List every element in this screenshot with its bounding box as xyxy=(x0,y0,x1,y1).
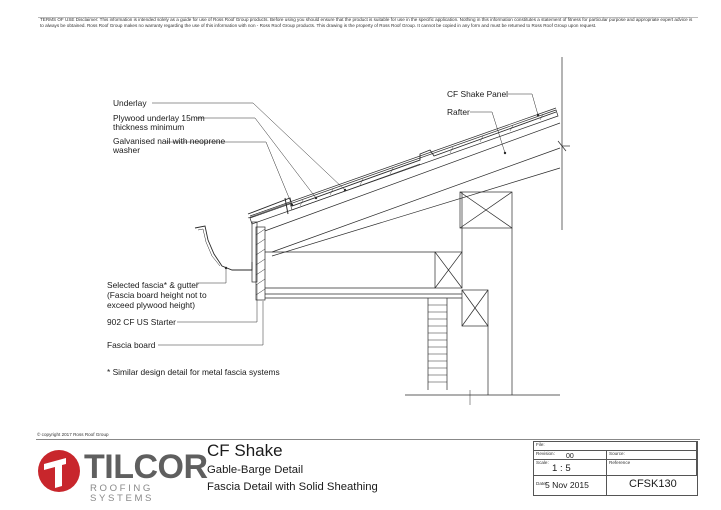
rafter-top xyxy=(261,122,561,233)
label-fascia-gutter-line-3: exceed plywood height) xyxy=(107,300,195,310)
reference-cell: CFSK130 xyxy=(607,476,697,495)
leader-dots xyxy=(224,113,540,270)
starter-flashing xyxy=(251,221,258,283)
label-fascia-board: Fascia board xyxy=(107,340,156,350)
underlay-line xyxy=(249,107,557,217)
revision-cell: Revision: 00 xyxy=(534,451,607,460)
title-rule xyxy=(36,439,700,440)
file-label: File: xyxy=(536,442,545,447)
date-value: 5 Nov 2015 xyxy=(545,480,589,490)
label-rafter: Rafter xyxy=(447,107,470,117)
brand-tagline: ROOFING SYSTEMS xyxy=(90,483,155,504)
scale-cell: Scale: 1 : 5 xyxy=(534,460,607,476)
source-cell: Source: xyxy=(607,451,697,460)
gutter xyxy=(194,225,253,271)
title-block: File: Revision: 00 Source: Scale: 1 : 5 … xyxy=(533,441,698,496)
label-plywood-line-2: thickness minimum xyxy=(113,122,185,132)
gutter-inner xyxy=(197,228,221,267)
lower-block xyxy=(461,289,489,327)
scale-label: Scale: xyxy=(536,460,549,465)
galvanised-nail xyxy=(284,197,289,215)
cf-shake-panel xyxy=(247,111,557,215)
cf-shake-panel-lower xyxy=(247,163,421,219)
top-rule xyxy=(38,17,698,18)
fascia-board-hatch xyxy=(255,228,266,296)
plywood-hatch xyxy=(299,113,544,207)
label-nail-line-2: washer xyxy=(113,145,140,155)
plywood-layer xyxy=(249,109,559,225)
scale-value: 1 : 5 xyxy=(552,463,571,474)
drawing-title: CF Shake xyxy=(207,441,283,460)
rafter-bottom-2 xyxy=(271,167,561,257)
rafter-bottom xyxy=(271,147,561,253)
label-plywood-line-1: Plywood underlay 15mm xyxy=(113,113,205,123)
drawing-subtitle-1: Gable-Barge Detail xyxy=(207,464,304,476)
stud-hatch xyxy=(428,304,447,383)
tilcor-logo: TILCOR ROOFING SYSTEMS xyxy=(36,446,208,504)
reference-label-cell: Reference xyxy=(607,460,697,476)
reference-value: CFSK130 xyxy=(629,478,677,490)
brand-name: TILCOR xyxy=(84,448,208,486)
date-label: Date: xyxy=(536,481,547,486)
tilcor-logo-mark xyxy=(38,450,80,492)
note-metal-fascia: * Similar design detail for metal fascia… xyxy=(107,367,280,377)
copyright-notice: © copyright 2017 Ross Roof Group xyxy=(37,432,109,437)
top-plate-block xyxy=(434,251,463,289)
revision-label: Revision: xyxy=(536,451,555,456)
label-nail-line-1: Galvanised nail with neoprene xyxy=(113,136,226,146)
wall-plate-block xyxy=(459,191,513,229)
source-label: Source: xyxy=(609,451,625,456)
label-underlay: Underlay xyxy=(113,98,147,108)
label-cf-shake-panel: CF Shake Panel xyxy=(447,89,508,99)
date-cell: Date: 5 Nov 2015 xyxy=(534,476,607,495)
revision-value: 00 xyxy=(566,453,574,460)
fascia-board xyxy=(255,226,266,301)
reference-label: Reference xyxy=(609,460,631,465)
label-fascia-gutter-line-1: Selected fascia* & gutter xyxy=(107,280,199,290)
label-starter: 902 CF US Starter xyxy=(107,317,176,327)
terms-of-use-disclaimer: TERMS OF USE Disclaimer: This informatio… xyxy=(40,17,693,28)
wall-line xyxy=(557,140,567,152)
drawing-subtitle-2: Fascia Detail with Solid Sheathing xyxy=(207,481,378,493)
leader-lines xyxy=(152,93,539,346)
label-fascia-gutter-line-2: (Fascia board height not to xyxy=(107,290,207,300)
file-cell: File: xyxy=(534,442,697,451)
